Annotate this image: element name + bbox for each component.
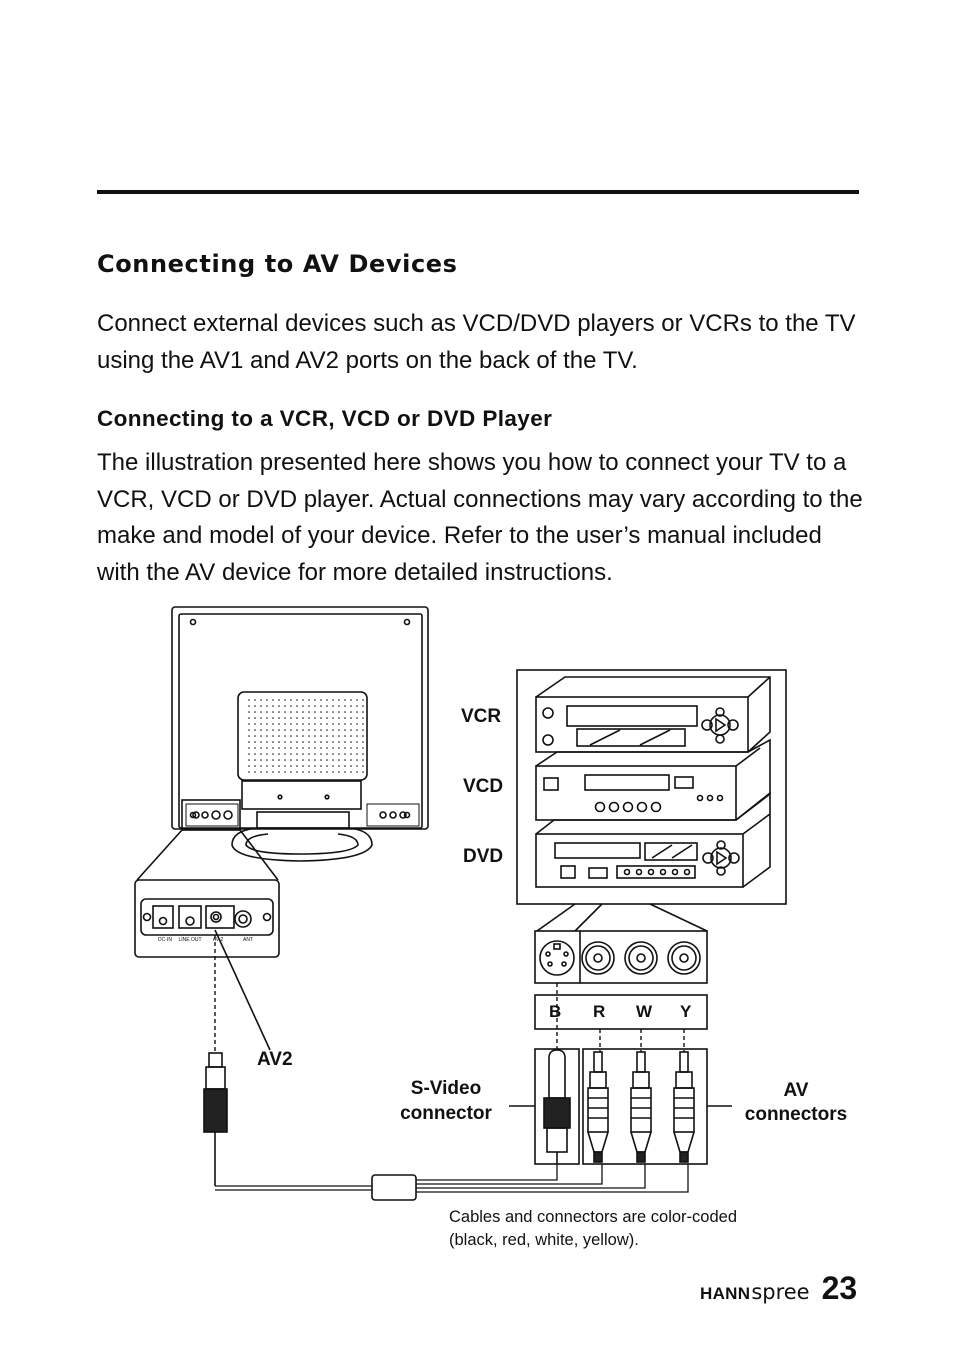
panel-label-ant: ANT <box>243 937 253 943</box>
sub-heading: Connecting to a VCR, VCD or DVD Player <box>97 406 553 431</box>
brand-logo-light: spree <box>751 1280 810 1304</box>
page-footer: HANN spree 23 <box>700 1270 857 1307</box>
port-label-y: Y <box>680 1002 692 1021</box>
av-connectors-label: AV connectors <box>744 1080 848 1125</box>
dvd-label: DVD <box>463 846 504 867</box>
top-rule <box>97 190 859 194</box>
panel-label-dc-in: DC-IN <box>158 937 172 943</box>
brand-logo-bold: HANN <box>700 1284 751 1303</box>
panel-labels: DC-IN LINE OUT AV 2 ANT <box>158 937 253 943</box>
panel-label-av2: AV 2 <box>213 937 224 943</box>
body-paragraph: The illustration presented here shows yo… <box>97 449 863 586</box>
vcd-label: VCD <box>463 776 504 797</box>
svideo-connector-label: S-Video connector <box>400 1078 492 1124</box>
vcr-label: VCR <box>461 706 502 727</box>
intro-paragraph: Connect external devices such as VCD/DVD… <box>97 310 856 374</box>
speaker-grille <box>248 699 364 773</box>
av2-label: AV2 <box>257 1049 293 1070</box>
device-port-block <box>534 903 708 1030</box>
port-label-b: B <box>549 1002 562 1021</box>
section-heading: Connecting to AV Devices <box>97 250 458 278</box>
cables <box>215 1164 689 1201</box>
port-label-r: R <box>593 1002 606 1021</box>
color-code-note: Cables and connectors are color-coded (b… <box>449 1208 738 1249</box>
device-stack-image <box>516 669 787 905</box>
tv-back-image <box>136 606 429 881</box>
page-number: 23 <box>821 1270 858 1306</box>
panel-label-line-out: LINE OUT <box>178 937 201 943</box>
port-label-w: W <box>636 1002 653 1021</box>
tv-port-panel <box>134 879 280 958</box>
